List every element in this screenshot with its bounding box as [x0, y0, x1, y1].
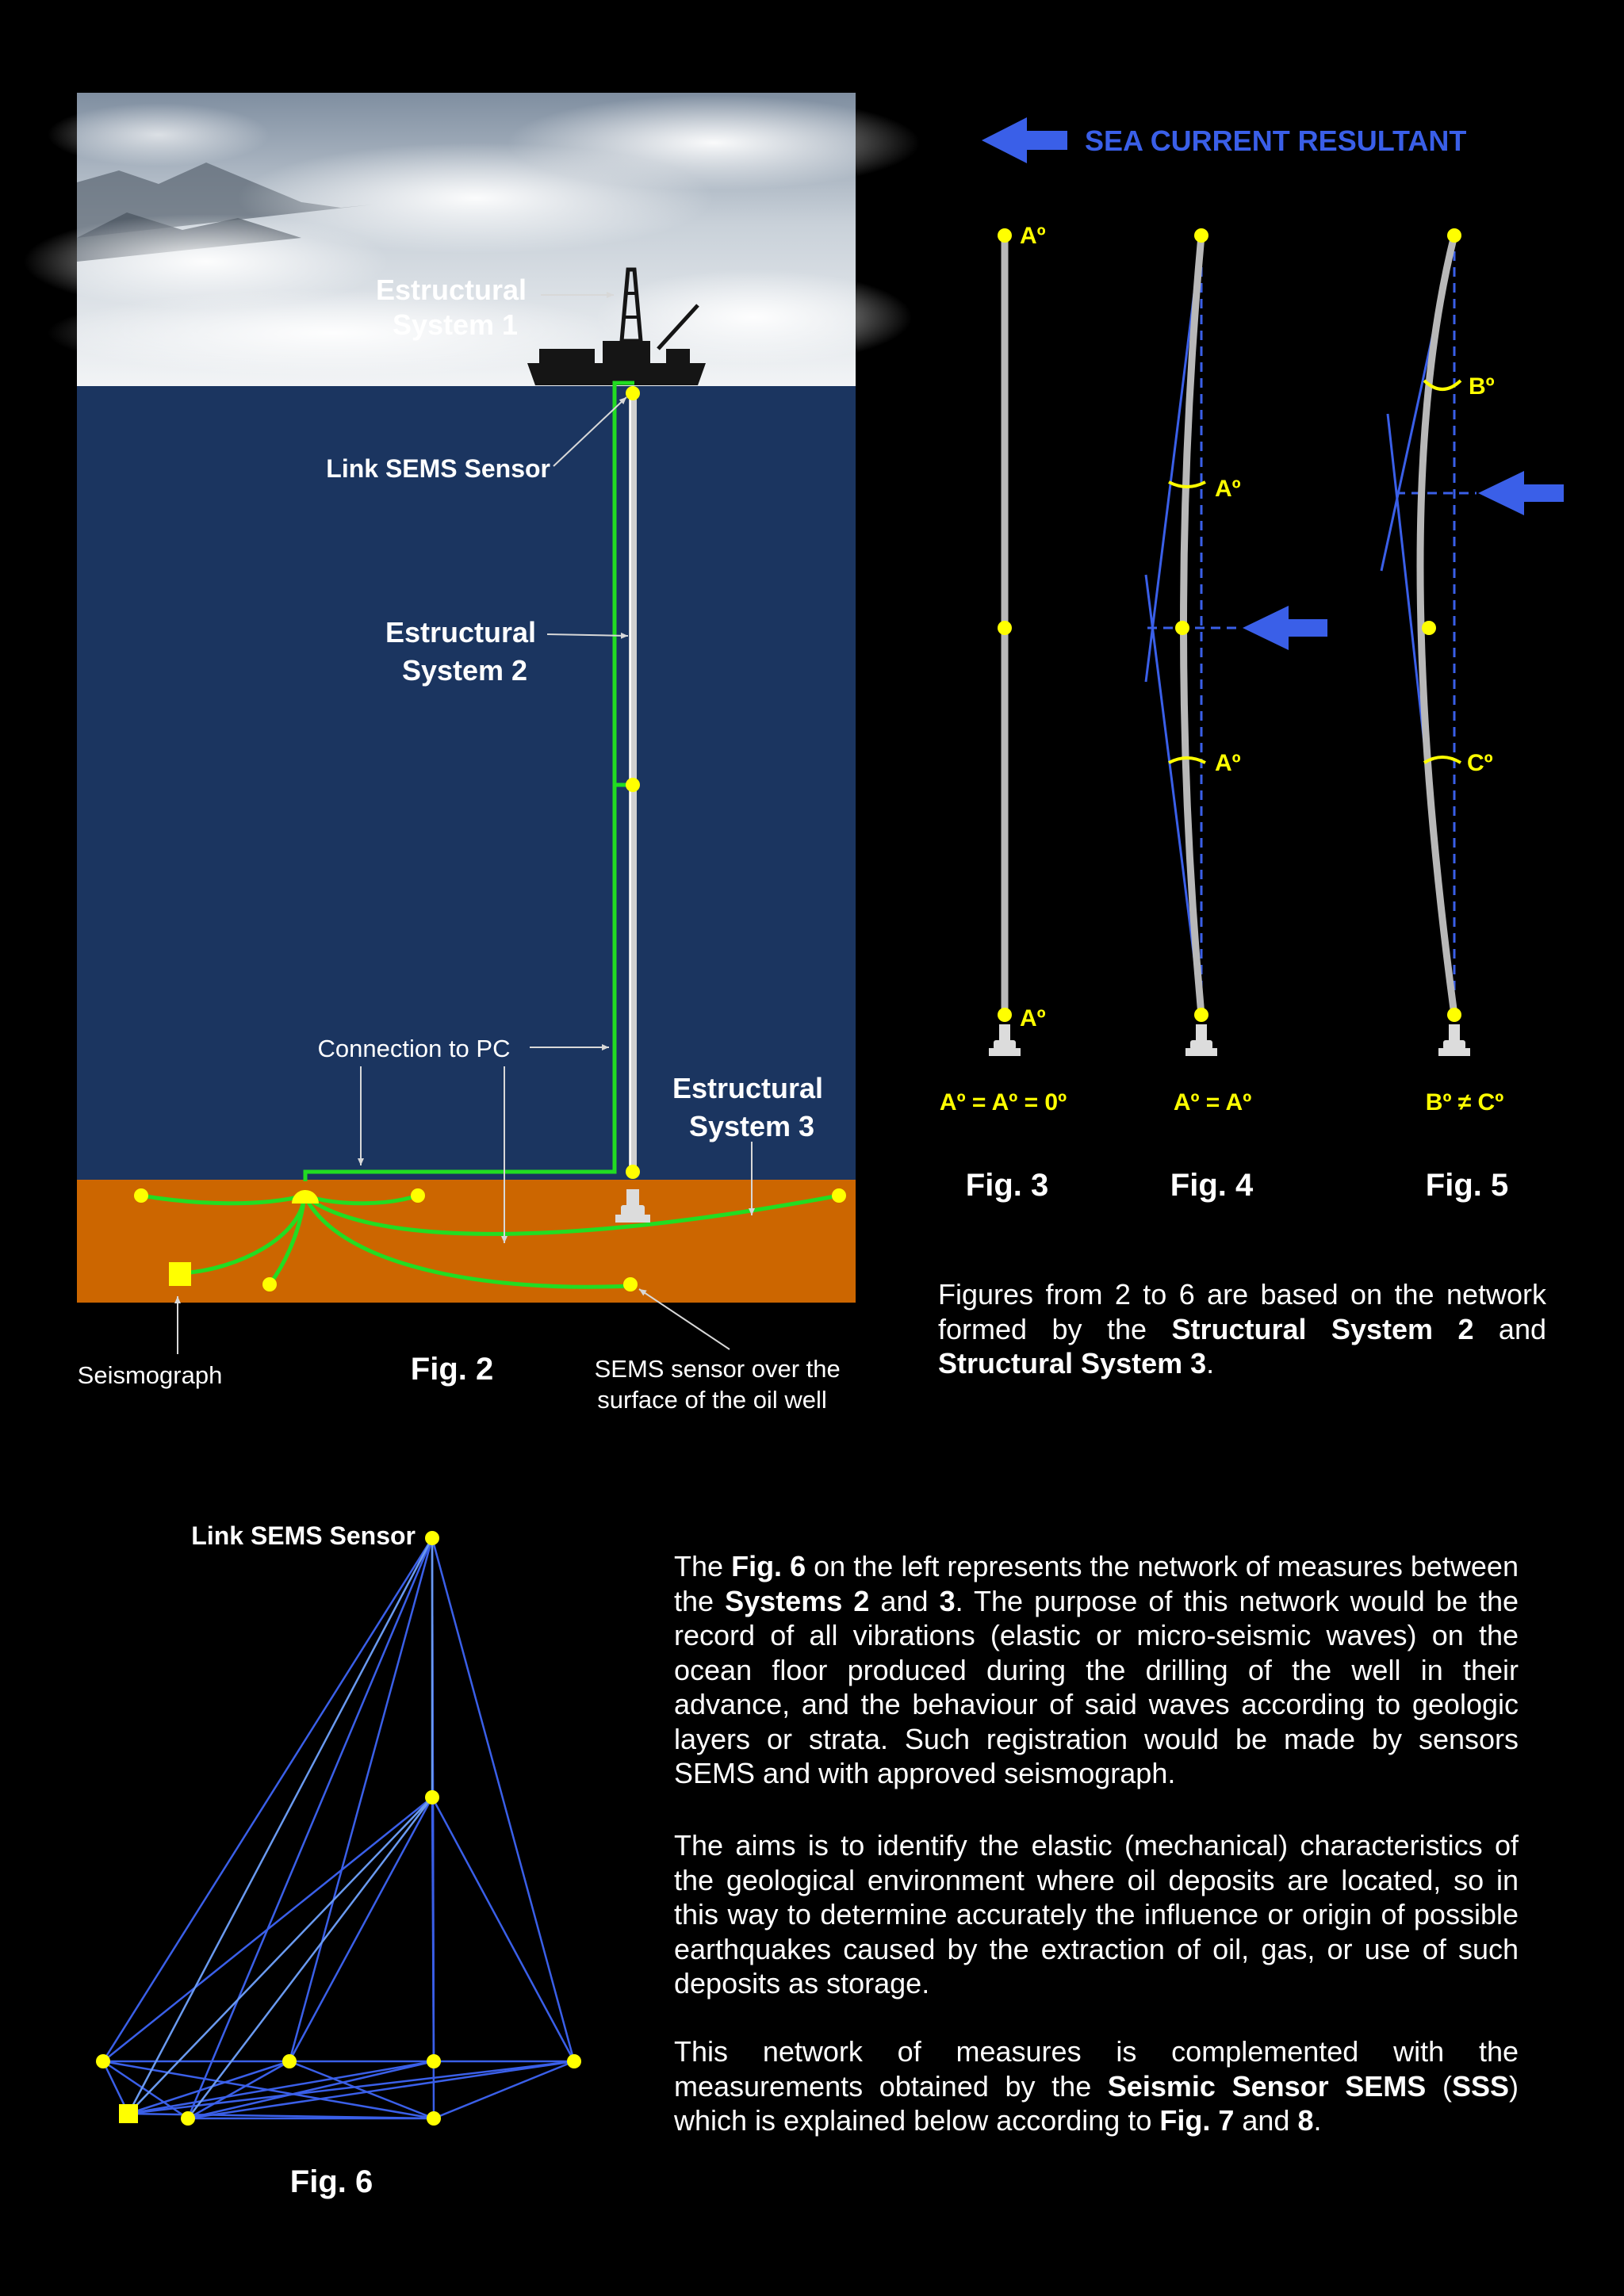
- fig6-network-lines: [103, 1538, 574, 2118]
- sky-panel: [24, 93, 920, 386]
- wellhead-icon: [1185, 1024, 1217, 1056]
- label-sems-sensor-surface: SEMS sensor over the surface of the oil …: [595, 1355, 848, 1414]
- fig4-formula: Aº = Aº: [1174, 1089, 1251, 1115]
- text-run: 3: [940, 1585, 956, 1617]
- fig3-diagram: Aº Aº Aº = Aº = 0º Fig. 3: [940, 223, 1067, 1203]
- label-seismograph: Seismograph: [78, 1361, 223, 1389]
- text-run: Fig. 7: [1159, 2104, 1234, 2137]
- paragraph-complement: This network of measures is complemented…: [674, 2034, 1519, 2138]
- paragraph-aims: The aims is to identify the elastic (mec…: [674, 1828, 1519, 2001]
- text-run: Seismic Sensor SEMS: [1108, 2070, 1426, 2103]
- text-run: The: [674, 1550, 731, 1582]
- fig6-label-link-sems-sensor: Link SEMS Sensor: [191, 1521, 416, 1550]
- seismograph-icon: [119, 2104, 138, 2123]
- wellhead-icon: [989, 1024, 1021, 1056]
- seabed-panel: [77, 1180, 856, 1303]
- fig5-caption: Fig. 5: [1426, 1168, 1508, 1203]
- text-run: and: [1234, 2104, 1297, 2137]
- fig4-caption: Fig. 4: [1170, 1168, 1254, 1203]
- fig4-angle-upper: Aº: [1215, 476, 1241, 502]
- sea-current-legend: SEA CURRENT RESULTANT: [982, 117, 1466, 163]
- note-figures-2-to-6: Figures from 2 to 6 are based on the net…: [938, 1277, 1546, 1381]
- fig6-diagram: Link SEMS Sensor Fig. 6: [96, 1521, 581, 2199]
- fig3-angle-top: Aº: [1020, 223, 1046, 249]
- label-link-sems-sensor: Link SEMS Sensor: [326, 454, 550, 483]
- fig3-caption: Fig. 3: [966, 1168, 1048, 1203]
- arrow-left-icon: [982, 117, 1067, 163]
- current-arrow-icon: [1243, 606, 1327, 650]
- text-run: and: [869, 1585, 939, 1617]
- fig4-diagram: Aº Aº Aº = Aº Fig. 4: [1146, 228, 1327, 1203]
- sea-current-label: SEA CURRENT RESULTANT: [1085, 124, 1466, 157]
- fig5-diagram: Bº Cº Bº ≠ Cº Fig. 5: [1381, 228, 1564, 1203]
- current-arrow-icon: [1478, 471, 1564, 515]
- text-run: SSS: [1452, 2070, 1509, 2103]
- paragraph-network-description: The Fig. 6 on the left represents the ne…: [674, 1549, 1519, 1791]
- text-run: Structural System 2: [1171, 1313, 1473, 1345]
- text-run: Systems 2: [725, 1585, 869, 1617]
- fig2-diagram: Estructural System 1 Link SEMS Sensor Es…: [24, 93, 920, 1414]
- fig3-formula: Aº = Aº = 0º: [940, 1089, 1067, 1115]
- fig4-angle-lower: Aº: [1215, 750, 1241, 776]
- fig5-formula: Bº ≠ Cº: [1426, 1089, 1503, 1115]
- label-connection-to-pc: Connection to PC: [318, 1035, 511, 1062]
- fig3-angle-bottom: Aº: [1020, 1005, 1046, 1031]
- text-run: .: [1206, 1347, 1214, 1380]
- text-run: .: [1313, 2104, 1321, 2137]
- wellhead-icon: [1438, 1024, 1470, 1056]
- text-run: (: [1426, 2070, 1452, 2103]
- text-run: The aims is to identify the elastic (mec…: [674, 1829, 1519, 1999]
- text-run: 8: [1297, 2104, 1313, 2137]
- fig5-angle-lower: Cº: [1467, 750, 1493, 776]
- seismograph-icon: [169, 1262, 191, 1286]
- text-run: and: [1473, 1313, 1546, 1345]
- fig5-angle-upper: Bº: [1469, 373, 1495, 400]
- fig6-caption: Fig. 6: [290, 2164, 373, 2199]
- text-run: Fig. 6: [731, 1550, 806, 1582]
- fig2-caption: Fig. 2: [411, 1352, 493, 1387]
- text-run: Structural System 3: [938, 1347, 1206, 1380]
